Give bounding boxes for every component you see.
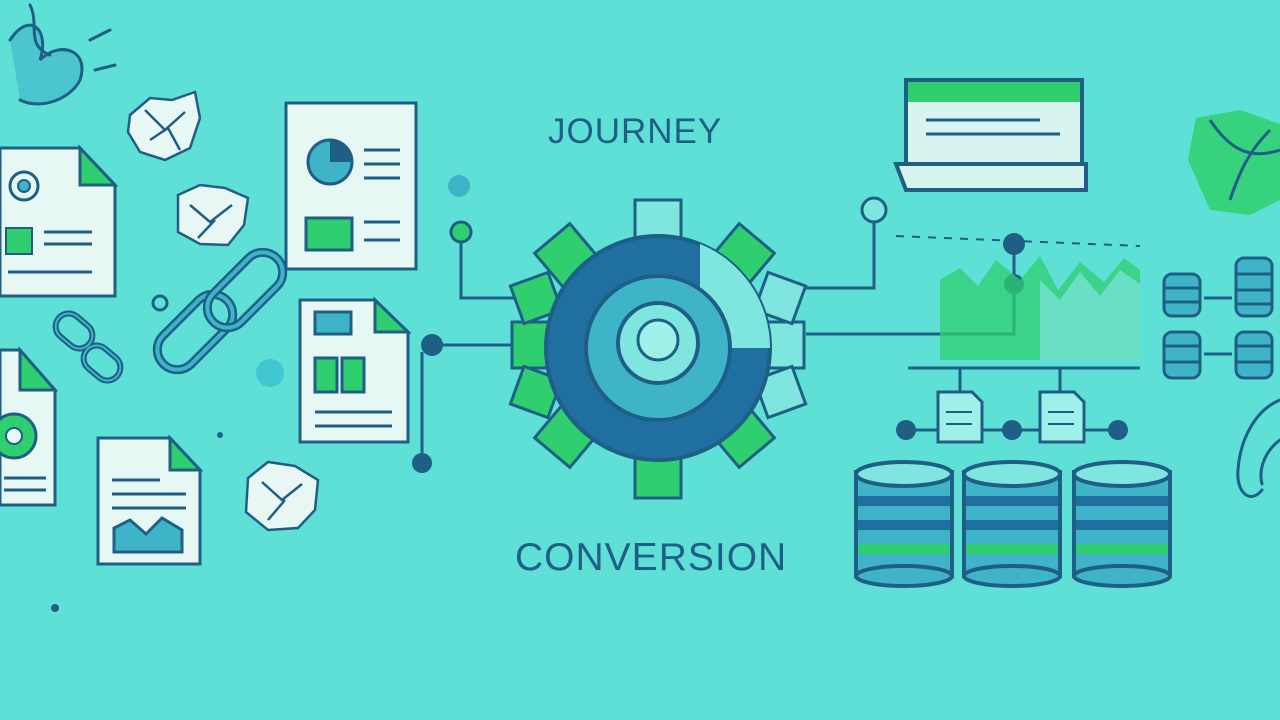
hand-icon bbox=[1236, 398, 1280, 498]
document-icon bbox=[96, 434, 204, 566]
network-node-icon bbox=[51, 604, 59, 612]
document-icon bbox=[936, 390, 984, 444]
database-icon bbox=[1162, 256, 1274, 380]
journey-label: JOURNEY bbox=[548, 112, 723, 151]
crumpled-paper-icon bbox=[244, 460, 320, 532]
database-icon bbox=[854, 460, 954, 588]
conversion-label: CONVERSION bbox=[515, 536, 788, 579]
chain-link-icon bbox=[52, 310, 124, 384]
plant-icon bbox=[1188, 110, 1280, 215]
network-node-icon bbox=[151, 294, 169, 312]
chain-link-icon bbox=[152, 247, 288, 375]
network-node-icon bbox=[421, 334, 443, 356]
network-node-icon bbox=[448, 175, 470, 197]
crumpled-paper-icon bbox=[176, 183, 250, 247]
crumpled-paper-icon bbox=[126, 90, 202, 162]
document-icon bbox=[0, 346, 59, 507]
database-icon bbox=[962, 460, 1062, 588]
network-node-icon bbox=[1002, 420, 1022, 440]
gear-icon bbox=[508, 198, 808, 500]
network-node-icon bbox=[217, 432, 223, 438]
document-icon bbox=[1038, 390, 1086, 444]
document-icon bbox=[284, 101, 418, 271]
area-chart-icon bbox=[895, 235, 1141, 360]
network-node-icon bbox=[256, 359, 284, 387]
network-node-icon bbox=[860, 196, 888, 224]
network-node-icon bbox=[412, 453, 432, 473]
database-icon bbox=[1072, 460, 1172, 588]
network-node-icon bbox=[1108, 420, 1128, 440]
network-node-icon bbox=[896, 420, 916, 440]
laptop-icon bbox=[893, 78, 1088, 192]
document-icon bbox=[298, 296, 412, 444]
plant-icon bbox=[8, 3, 117, 106]
document-icon bbox=[0, 144, 119, 298]
network-node-icon bbox=[1003, 233, 1025, 255]
network-node-icon bbox=[449, 220, 473, 244]
